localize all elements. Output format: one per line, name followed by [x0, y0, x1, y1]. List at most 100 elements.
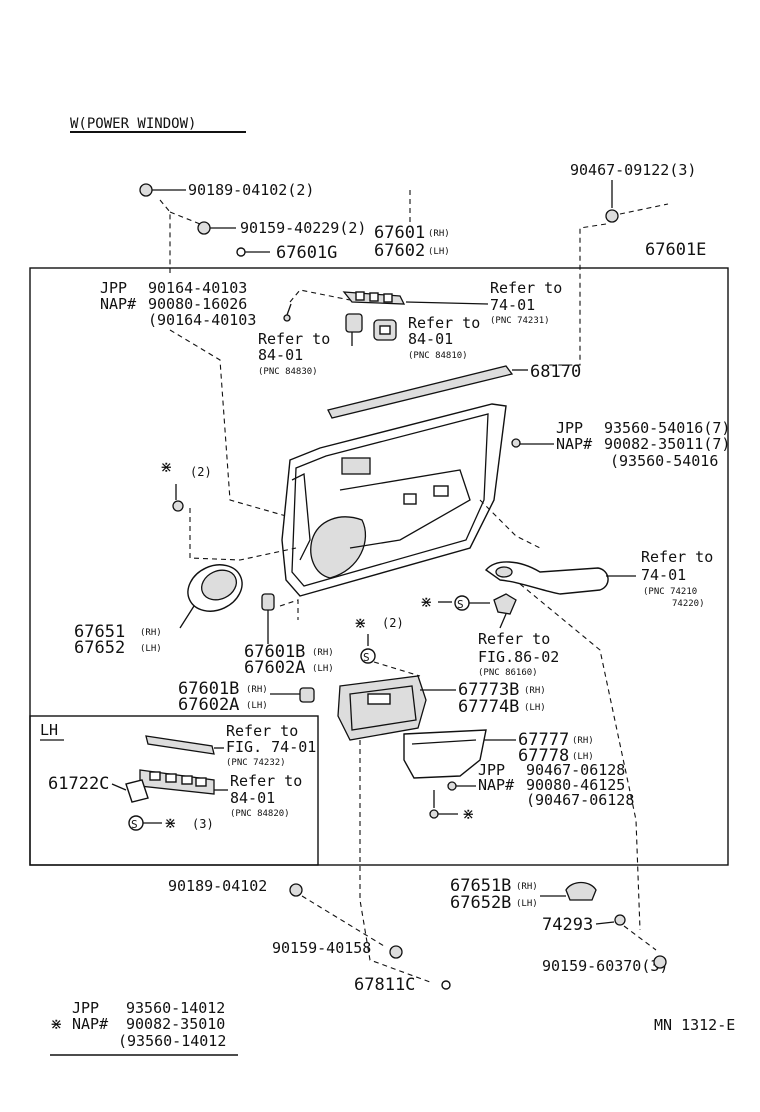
star-mark-4: ⋇: [462, 805, 475, 823]
label-67777-suffix: (RH): [572, 736, 594, 746]
ref-84-01-b: Refer to: [258, 330, 330, 348]
switch-84810-icon: [373, 319, 397, 341]
label-67651b-suffix: (RH): [516, 882, 538, 892]
label-67651-suffix: (RH): [140, 628, 162, 638]
label-67778-suffix: (LH): [572, 752, 594, 762]
footer-90082-35010: 90082-35010: [126, 1015, 225, 1033]
label-90189-04102-bottom: 90189-04102: [168, 877, 267, 895]
screw-90159-60370-icon: [653, 955, 667, 969]
screw-star-icon: [172, 484, 184, 512]
clip-90189-top-icon: [139, 183, 186, 197]
label-67601-rh: 67601: [374, 223, 425, 243]
label-90082-35011: 90082-35011(7): [604, 435, 730, 453]
ref-84-01-a-num: 84-01: [408, 330, 453, 348]
label-90080-16026: 90080-16026: [148, 295, 247, 313]
lh-s-clip-icon: S: [128, 815, 162, 831]
label-nap-1: NAP#: [100, 295, 136, 313]
ref-74-01-top-pnc: (PNC 74231): [490, 316, 550, 326]
lh-frame-title: LH: [40, 721, 58, 739]
label-90159-40158: 90159-40158: [272, 939, 371, 957]
label-68170: 68170: [530, 362, 581, 382]
footer-nap: NAP#: [72, 1015, 108, 1033]
label-74293: 74293: [542, 915, 593, 935]
star-mark-2: ⋇: [420, 593, 433, 611]
clip-67601b-upper-icon: [261, 593, 275, 644]
star-mark-3: ⋇: [354, 614, 367, 632]
diagram-title: W(POWER WINDOW): [70, 116, 196, 132]
clip-90189-bottom-icon: [289, 883, 303, 897]
svg-text:S: S: [457, 598, 464, 611]
label-90164-40103-alt: (90164-40103: [148, 311, 256, 329]
label-90080-46125: 90080-46125: [526, 776, 625, 794]
clip-90467-09122-icon: [605, 180, 619, 223]
label-67774-suffix: (LH): [524, 703, 546, 713]
label-67601b-1: 67601B: [244, 642, 305, 662]
ref-86-02: Refer to: [478, 630, 550, 648]
weatherstrip-68170-icon: [327, 365, 528, 419]
lh-frame: [29, 715, 319, 866]
screw-pocket-icon: [429, 781, 476, 819]
label-lh-star-3: (3): [192, 817, 214, 831]
ref-74-01-lh-pnc: (PNC 74232): [226, 758, 286, 768]
lh-master-switch-icon: [125, 769, 215, 803]
ref-84-01-a-pnc: (PNC 84810): [408, 351, 468, 361]
star-mark-5: ⋇: [164, 814, 177, 832]
label-93560-54016: 93560-54016(7): [604, 419, 730, 437]
inside-handle-icon: [484, 561, 636, 595]
label-67601b-2-suffix: (RH): [246, 685, 268, 695]
label-67652-suffix: (LH): [140, 644, 162, 654]
cover-67651b-icon: [540, 881, 597, 901]
ref-74-01-right-pnc2: 74220): [672, 599, 705, 609]
screw-90164-icon: [283, 303, 292, 322]
label-90159-40229: 90159-40229(2): [240, 219, 366, 237]
label-67773: 67773B: [458, 680, 519, 700]
footer-jpp: JPP: [72, 999, 99, 1017]
ref-74-01-top-num: 74-01: [490, 296, 535, 314]
ref-84-01-b-num: 84-01: [258, 346, 303, 364]
label-67652: 67652: [74, 638, 125, 658]
label-90467-06128-alt: (90467-06128: [526, 791, 634, 809]
label-67602-lh: 67602: [374, 241, 425, 261]
label-67651b: 67651B: [450, 876, 511, 896]
ref-84-01-lh-pnc: (PNC 84820): [230, 809, 290, 819]
label-67652b: 67652B: [450, 893, 511, 913]
label-67601-rh-suffix: (RH): [428, 229, 450, 239]
label-jpp-3: JPP: [478, 761, 505, 779]
svg-text:S: S: [131, 818, 138, 831]
label-67774: 67774B: [458, 697, 519, 717]
label-61722c: 61722C: [48, 774, 109, 794]
main-frame: [29, 267, 729, 866]
footer-93560-14012-alt: (93560-14012: [118, 1032, 226, 1050]
door-pocket-icon: [403, 729, 487, 779]
label-67601g: 67601G: [276, 243, 337, 263]
ref-74-01-right-pnc: (PNC 74210: [643, 587, 697, 597]
screw-90159-top-icon: [197, 221, 236, 235]
ref-86-02-num: FIG.86-02: [478, 648, 559, 666]
label-67777: 67777: [518, 730, 569, 750]
ref-74-01-top: Refer to: [490, 279, 562, 297]
label-67652b-suffix: (LH): [516, 899, 538, 909]
label-90189-04102-top: 90189-04102(2): [188, 181, 314, 199]
armrest-base-icon: [337, 675, 427, 741]
ref-74-01-lh-num: FIG. 74-01: [226, 738, 316, 756]
star-mark-1: ⋇: [160, 458, 173, 476]
label-67773-suffix: (RH): [524, 686, 546, 696]
label-jpp-2: JPP: [556, 419, 583, 437]
label-67651: 67651: [74, 622, 125, 642]
label-67601b-2: 67601B: [178, 679, 239, 699]
label-93560-54016-alt: (93560-54016: [610, 452, 718, 470]
label-star-2-b: (2): [382, 616, 404, 630]
label-star-2-a: (2): [190, 465, 212, 479]
label-67602a-1-suffix: (LH): [312, 664, 334, 674]
svg-text:S: S: [363, 651, 370, 664]
label-67778: 67778: [518, 746, 569, 766]
label-nap-3: NAP#: [478, 776, 514, 794]
ref-86-02-pnc: (PNC 86160): [478, 668, 538, 678]
part-74293-icon: [595, 914, 626, 926]
ref-74-01-right: Refer to: [641, 548, 713, 566]
label-67602a-2-suffix: (LH): [246, 701, 268, 711]
label-90467-06128: 90467-06128: [526, 761, 625, 779]
ref-84-01-a: Refer to: [408, 314, 480, 332]
label-67601b-1-suffix: (RH): [312, 648, 334, 658]
